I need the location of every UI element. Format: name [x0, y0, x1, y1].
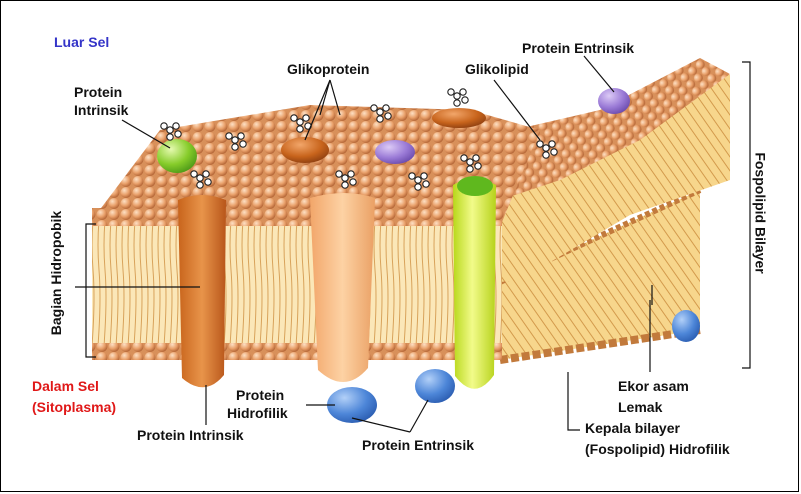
label-ekor-asam-2: Lemak [618, 399, 662, 415]
label-ekor-asam-1: Ekor asam [618, 378, 689, 394]
intrinsic-protein-peach [310, 193, 375, 382]
label-protein-intrinsik-top-2: Intrinsik [74, 102, 128, 118]
label-protein-hidrofilik-1: Protein [236, 387, 284, 403]
glycoprotein-brown-2 [432, 108, 486, 128]
right-blue-protein [672, 310, 700, 342]
label-sitoplasma: (Sitoplasma) [32, 399, 116, 415]
bilayer-bracket [742, 62, 750, 368]
label-protein-entrinsik-bottom: Protein Entrinsik [362, 437, 474, 453]
label-protein-intrinsik-top-1: Protein [74, 84, 122, 100]
label-bagian-hidropobik: Bagian Hidropobik [48, 211, 64, 335]
glycoprotein-brown [281, 137, 329, 163]
label-outside-cell: Luar Sel [54, 34, 109, 50]
purple-protein [375, 140, 415, 164]
label-dalam-sel: Dalam Sel [32, 378, 99, 394]
label-glikolipid: Glikolipid [465, 61, 529, 77]
intrinsic-protein-yellow-green [453, 179, 496, 389]
label-kepala-bilayer: Kepala bilayer [585, 420, 680, 436]
inner-head-layer [92, 343, 502, 360]
hydrophobic-tails [92, 215, 502, 355]
peripheral-protein-blue-2 [415, 369, 455, 403]
label-fospolipid-bilayer: Fospolipid Bilayer [753, 152, 769, 273]
intrinsic-protein-orange [178, 195, 226, 387]
label-protein-intrinsik-bottom: Protein Intrinsik [137, 427, 244, 443]
label-glikoprotein: Glikoprotein [287, 61, 369, 77]
label-protein-hidrofilik-2: Hidrofilik [227, 405, 288, 421]
label-fospolipid-hidrofilik: (Fospolipid) Hidrofilik [585, 441, 730, 457]
label-protein-entrinsik-top: Protein Entrinsik [522, 40, 634, 56]
